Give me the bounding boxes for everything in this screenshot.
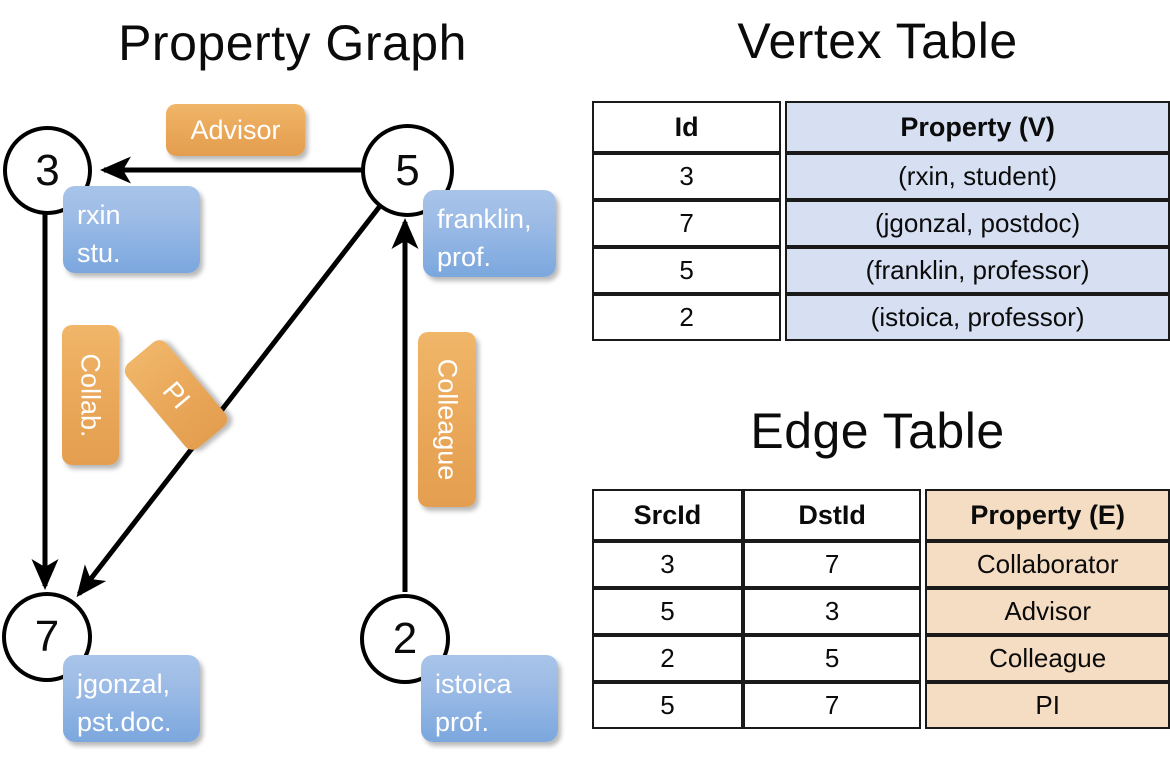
edge-label-colleague: Colleague bbox=[418, 332, 476, 507]
graph-node-3-label: 3 bbox=[35, 145, 60, 195]
edge-cell-property: Colleague bbox=[925, 635, 1170, 682]
edge-table-header-property: Property (E) bbox=[925, 489, 1170, 541]
table-row: 5 3 Advisor bbox=[592, 588, 1170, 635]
vertex-table-header-property: Property (V) bbox=[785, 101, 1170, 153]
table-row: 5 7 PI bbox=[592, 682, 1170, 729]
property-graph-diagram: 3 5 7 2 rxin stu. franklin, prof. jgonza… bbox=[2, 104, 558, 742]
table-row: 5 (franklin, professor) bbox=[592, 247, 1170, 294]
edge-line-5-to-7 bbox=[76, 204, 382, 598]
edge-cell-property: Collaborator bbox=[925, 541, 1170, 588]
edge-table-header-row: SrcId DstId Property (E) bbox=[592, 489, 1170, 541]
node-property-istoica-line1: istoica bbox=[435, 669, 512, 699]
edge-table-header-dstid: DstId bbox=[742, 489, 922, 541]
graph-node-5-label: 5 bbox=[395, 145, 420, 195]
node-property-rxin-line2: stu. bbox=[77, 238, 121, 269]
edge-cell-srcid: 5 bbox=[592, 682, 743, 729]
edge-cell-dstid: 3 bbox=[742, 588, 922, 635]
edge-cell-property: PI bbox=[925, 682, 1170, 729]
edge-cell-srcid: 2 bbox=[592, 635, 743, 682]
node-property-box-jgonzal: jgonzal, pst.doc. bbox=[63, 655, 200, 742]
edge-cell-dstid: 7 bbox=[742, 682, 922, 729]
node-property-istoica-line2: prof. bbox=[435, 707, 490, 738]
vertex-cell-property: (istoica, professor) bbox=[785, 294, 1170, 341]
edge-label-colleague-text: Colleague bbox=[432, 358, 463, 481]
graph-node-2[interactable]: 2 bbox=[360, 594, 450, 684]
vertex-table-header-id: Id bbox=[592, 101, 782, 153]
page-title-property-graph: Property Graph bbox=[118, 15, 467, 71]
edge-cell-srcid: 5 bbox=[592, 588, 743, 635]
vertex-cell-id: 7 bbox=[592, 200, 782, 247]
edge-cell-property: Advisor bbox=[925, 588, 1170, 635]
edge-label-collab-text: Collab. bbox=[76, 352, 107, 438]
edge-table: SrcId DstId Property (E) 3 7 Collaborato… bbox=[592, 489, 1170, 729]
graph-edges-svg bbox=[31, 156, 419, 598]
vertex-cell-id: 5 bbox=[592, 247, 782, 294]
node-property-franklin-line1: franklin, bbox=[437, 204, 532, 234]
graph-node-7-label: 7 bbox=[34, 612, 60, 661]
page-title-vertex-table: Vertex Table bbox=[737, 13, 1018, 69]
graph-node-2-label: 2 bbox=[392, 614, 418, 663]
vertex-cell-property: (jgonzal, postdoc) bbox=[785, 200, 1170, 247]
table-row: 2 (istoica, professor) bbox=[592, 294, 1170, 341]
table-row: 2 5 Colleague bbox=[592, 635, 1170, 682]
edge-label-pi-text: PI bbox=[156, 375, 197, 415]
node-property-franklin-line2: prof. bbox=[437, 242, 492, 273]
vertex-table: Id Property (V) 3 (rxin, student) 7 (jgo… bbox=[592, 101, 1170, 341]
vertex-cell-id: 2 bbox=[592, 294, 782, 341]
edge-table-header-srcid: SrcId bbox=[592, 489, 743, 541]
node-property-jgonzal-line2: pst.doc. bbox=[77, 707, 172, 738]
edge-cell-srcid: 3 bbox=[592, 541, 743, 588]
edge-cell-dstid: 5 bbox=[742, 635, 922, 682]
vertex-cell-property: (rxin, student) bbox=[785, 153, 1170, 200]
node-property-box-rxin: rxin stu. bbox=[63, 186, 200, 273]
graph-node-5[interactable]: 5 bbox=[361, 124, 454, 217]
vertex-cell-id: 3 bbox=[592, 153, 782, 200]
vertex-table-header-row: Id Property (V) bbox=[592, 101, 1170, 153]
edge-label-advisor-text: Advisor bbox=[190, 114, 281, 145]
table-row: 7 (jgonzal, postdoc) bbox=[592, 200, 1170, 247]
node-property-rxin-line1: rxin bbox=[77, 200, 121, 230]
node-property-box-istoica: istoica prof. bbox=[421, 655, 558, 742]
node-property-box-franklin: franklin, prof. bbox=[423, 190, 556, 277]
table-row: 3 (rxin, student) bbox=[592, 153, 1170, 200]
edge-label-collab: Collab. bbox=[62, 325, 119, 465]
page-title-edge-table: Edge Table bbox=[750, 403, 1005, 459]
edge-label-advisor: Advisor bbox=[166, 104, 305, 156]
edge-cell-dstid: 7 bbox=[742, 541, 922, 588]
table-row: 3 7 Collaborator bbox=[592, 541, 1170, 588]
node-property-jgonzal-line1: jgonzal, bbox=[77, 669, 171, 699]
vertex-cell-property: (franklin, professor) bbox=[785, 247, 1170, 294]
